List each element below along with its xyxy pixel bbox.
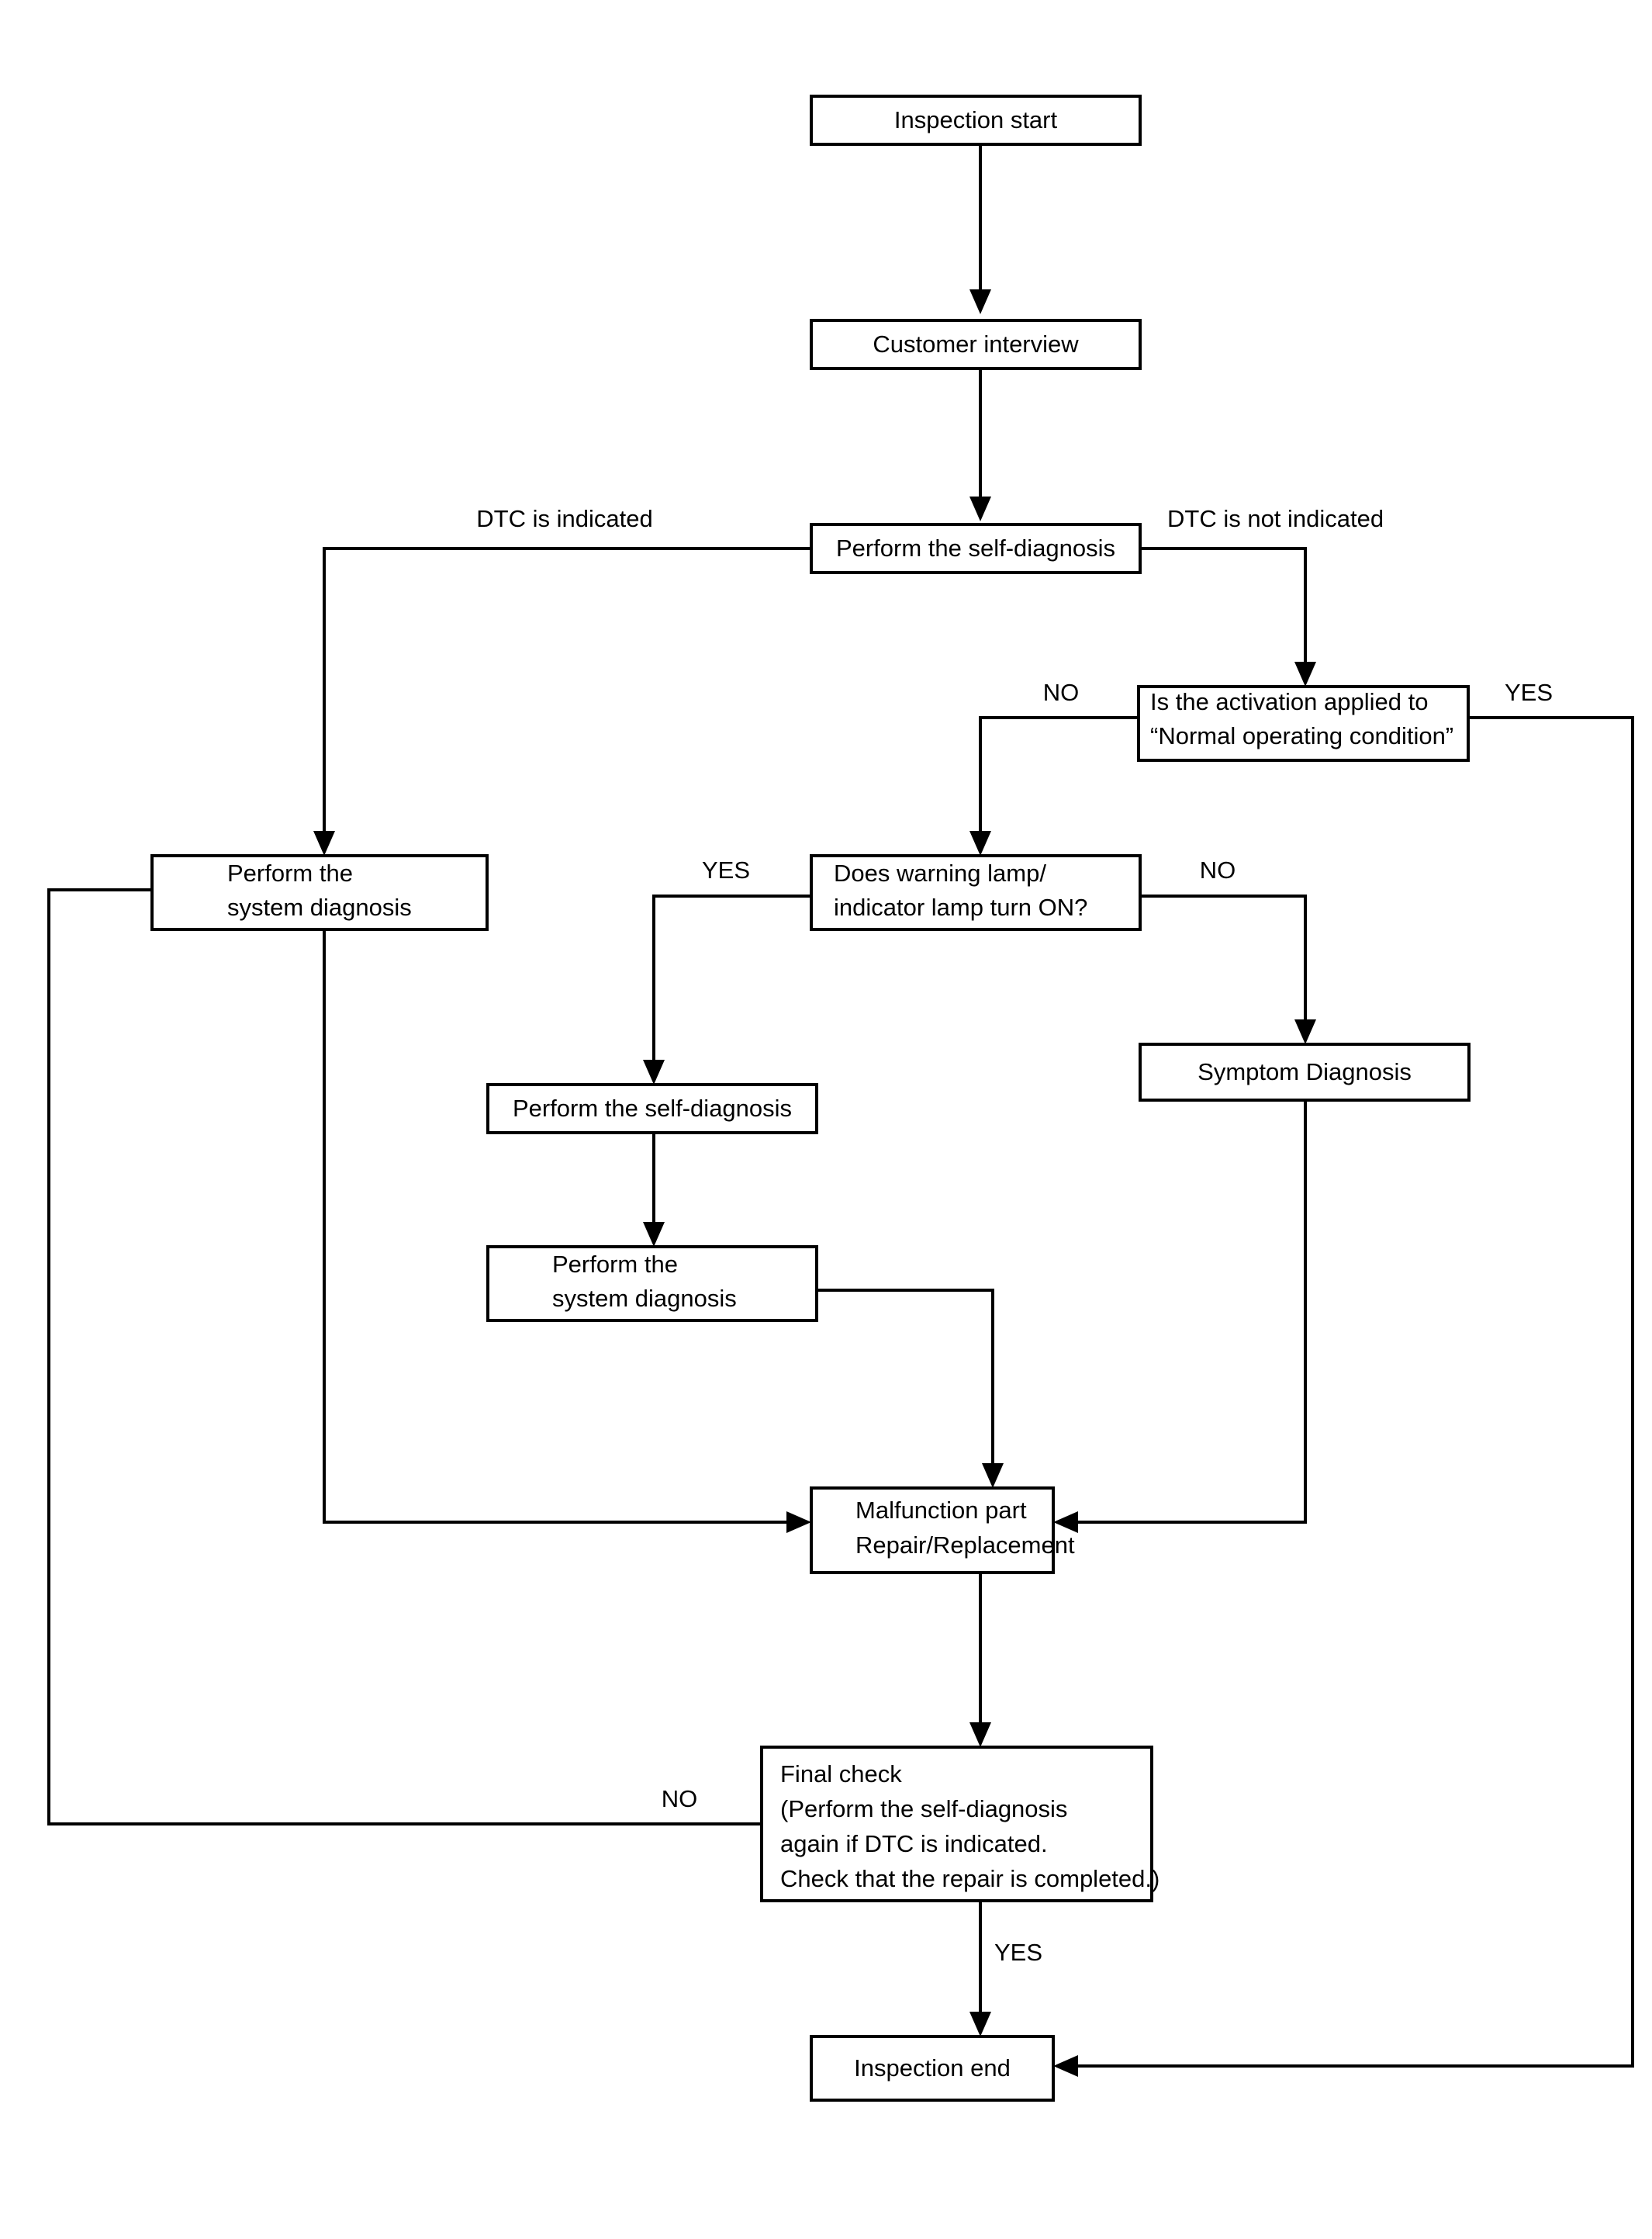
node-malfunction-repair-line1: Malfunction part <box>855 1497 1027 1524</box>
node-self-diagnosis-1-label: Perform the self-diagnosis <box>836 535 1115 562</box>
edge-label-activation-no: NO <box>1043 679 1080 706</box>
node-symptom-diagnosis[interactable]: Symptom Diagnosis <box>1139 1043 1471 1102</box>
node-lamp-question-line1: Does warning lamp/ <box>834 860 1046 887</box>
node-final-check-line3: again if DTC is indicated. <box>780 1830 1048 1857</box>
node-final-check-line4: Check that the repair is completed.) <box>780 1865 1160 1892</box>
node-system-diagnosis-mid-line2: system diagnosis <box>552 1285 737 1312</box>
edge-interview-to-selfdiag1 <box>969 369 991 521</box>
edge-start-to-interview <box>969 144 991 314</box>
edge-dtc-not-indicated <box>1140 547 1316 687</box>
edge-label-lamp-no: NO <box>1200 856 1236 884</box>
node-final-check[interactable]: Final check (Perform the self-diagnosis … <box>760 1746 1160 1902</box>
node-final-check-line2: (Perform the self-diagnosis <box>780 1795 1067 1822</box>
edge-lamp-no <box>1140 895 1316 1044</box>
node-inspection-end[interactable]: Inspection end <box>810 2035 1055 2102</box>
node-symptom-diagnosis-label: Symptom Diagnosis <box>1198 1058 1412 1085</box>
edge-lamp-yes <box>643 895 811 1085</box>
node-activation-question-line2: “Normal operating condition” <box>1150 722 1453 749</box>
edge-activation-no <box>969 716 1139 856</box>
node-final-check-line1: Final check <box>780 1760 902 1787</box>
node-inspection-start-label: Inspection start <box>894 106 1058 133</box>
node-malfunction-repair[interactable]: Malfunction part Repair/Replacement <box>810 1486 1075 1574</box>
edge-label-dtc-not-indicated: DTC is not indicated <box>1167 505 1384 532</box>
node-inspection-end-label: Inspection end <box>854 2054 1011 2082</box>
edge-sysdiag-mid-to-malfunction <box>816 1289 1004 1488</box>
node-lamp-question-line2: indicator lamp turn ON? <box>834 894 1087 921</box>
node-self-diagnosis-2-label: Perform the self-diagnosis <box>513 1095 792 1122</box>
node-system-diagnosis-mid[interactable]: Perform the system diagnosis <box>486 1245 818 1322</box>
edge-dtc-indicated <box>313 547 811 856</box>
node-customer-interview-label: Customer interview <box>873 330 1079 358</box>
edge-activation-yes <box>1053 716 1634 2077</box>
node-malfunction-repair-line2: Repair/Replacement <box>855 1531 1075 1559</box>
node-self-diagnosis-1[interactable]: Perform the self-diagnosis <box>810 523 1142 574</box>
node-system-diagnosis-mid-line1: Perform the <box>552 1251 678 1278</box>
edge-sysdiag-left-to-malfunction <box>323 912 811 1533</box>
edge-label-activation-yes: YES <box>1505 679 1553 706</box>
edge-label-final-check-yes: YES <box>994 1939 1042 1966</box>
edge-finalcheck-yes <box>969 1901 991 2037</box>
edge-label-final-check-no: NO <box>662 1785 698 1812</box>
edge-label-dtc-indicated: DTC is indicated <box>476 505 652 532</box>
node-self-diagnosis-2[interactable]: Perform the self-diagnosis <box>486 1083 818 1134</box>
node-system-diagnosis-left-line2: system diagnosis <box>227 894 412 921</box>
node-system-diagnosis-left[interactable]: Perform the system diagnosis <box>150 854 489 931</box>
edge-malfunction-to-finalcheck <box>969 1573 991 1747</box>
edge-selfdiag2-to-sysdiag-mid <box>643 1125 665 1247</box>
node-lamp-question[interactable]: Does warning lamp/ indicator lamp turn O… <box>810 854 1142 931</box>
node-customer-interview[interactable]: Customer interview <box>810 319 1142 370</box>
node-activation-question-line1: Is the activation applied to <box>1150 688 1428 715</box>
edge-symptom-to-malfunction <box>1053 1100 1307 1533</box>
node-system-diagnosis-left-line1: Perform the <box>227 860 353 887</box>
edge-label-lamp-yes: YES <box>702 856 750 884</box>
node-activation-question[interactable]: Is the activation applied to “Normal ope… <box>1137 685 1470 762</box>
node-inspection-start[interactable]: Inspection start <box>810 95 1142 146</box>
